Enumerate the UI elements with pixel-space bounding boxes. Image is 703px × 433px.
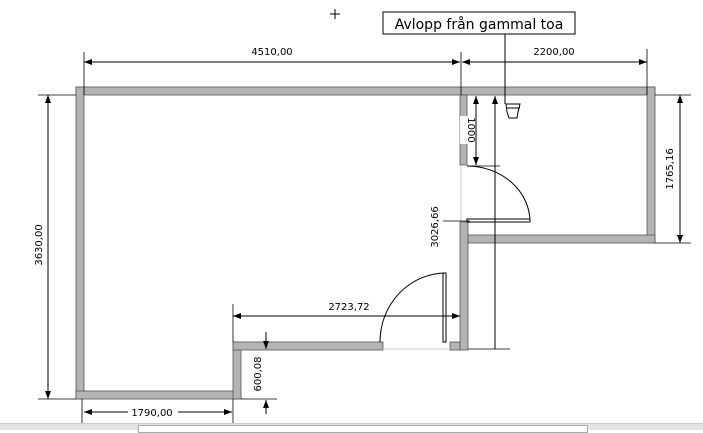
wall-lower: [232, 341, 384, 351]
dimension-label: 2723,72: [328, 302, 369, 313]
toilet-icon: [505, 103, 521, 119]
callout: Avlopp från gammal toa: [382, 11, 576, 104]
dimension-middle-wall: 3026,66: [430, 96, 510, 350]
crosshair-cursor-icon: [330, 9, 340, 19]
walls: [75, 86, 656, 400]
wall-lower-stub: [449, 341, 461, 351]
dimension-label: 1000: [465, 117, 476, 142]
dimension-bottom-width: 1790,00: [81, 399, 234, 424]
dimension-label: 1790,00: [131, 408, 172, 419]
dimension-label: 2200,00: [533, 47, 574, 58]
dimension-label: 1765,16: [665, 148, 676, 189]
dimension-label: 3026,66: [430, 206, 441, 247]
dimension-left-height: 3630,00: [34, 94, 76, 400]
door-lower: [379, 272, 450, 350]
door-upper: [460, 165, 531, 223]
dimension-step-height: 600,08: [241, 332, 277, 414]
wall-bottom: [75, 390, 242, 400]
wall-right-room-bottom: [467, 234, 656, 244]
wall-step: [232, 341, 242, 400]
dimension-label: 3630,00: [34, 224, 45, 265]
dimension-top-right: 2200,00: [462, 47, 648, 95]
callout-text: Avlopp från gammal toa: [395, 16, 564, 33]
dimension-top-left: 4510,00: [83, 47, 462, 95]
wall-left: [75, 86, 85, 400]
dimension-label: 600,08: [253, 357, 264, 392]
wall-middle-lower: [459, 221, 469, 351]
status-field[interactable]: [138, 425, 588, 433]
dimension-lower-wall: 2723,72: [232, 302, 460, 342]
wall-right: [646, 86, 656, 244]
dimension-label: 4510,00: [251, 47, 292, 58]
dimension-right-room-height: 1765,16: [655, 94, 691, 244]
wall-top: [75, 86, 656, 96]
